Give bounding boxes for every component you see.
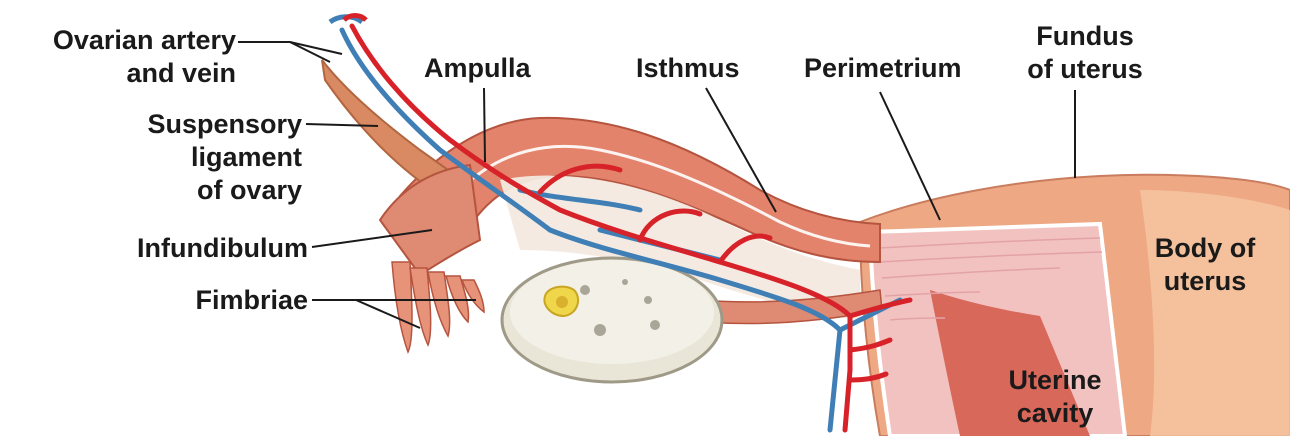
leader-perimetrium [879,91,941,221]
label-uterine-line2: cavity [1016,398,1094,428]
leader-ampulla [483,87,486,163]
label-perimetrium: Perimetrium [804,53,962,83]
label-uterine-cavity: Uterine cavity [990,364,1120,430]
label-suspensory-line1: Suspensory [147,109,302,139]
label-body-line2: uterus [1163,266,1247,296]
leader-ovarian-artery [238,41,343,55]
ovary-surface [510,260,714,364]
leader-fimbriae-2 [355,299,421,329]
label-fundus-line1: Fundus [1036,21,1134,51]
leader-lines [238,41,1076,329]
infundibulum-funnel [378,163,482,277]
leader-infundibulum [311,229,433,248]
corpus-luteum-center [556,296,568,308]
label-ovarian-artery-and-vein: Ovarian artery and vein [10,24,236,90]
label-fundus-line2: of uterus [1027,54,1143,84]
myometrium-fibers [879,237,1103,321]
uterine-cavity-shape [930,290,1090,436]
tube-inner-highlight [458,144,871,248]
label-fimbriae: Fimbriae [195,285,308,315]
label-body-line1: Body of [1154,233,1256,263]
artery-network [349,23,913,433]
label-suspensory-ligament: Suspensory ligament of ovary [80,108,302,207]
label-ampulla: Ampulla [424,53,531,83]
label-infundibulum: Infundibulum [137,233,308,263]
label-suspensory-line3: of ovary [196,175,302,205]
label-body-of-uterus: Body of uterus [1130,232,1280,298]
leader-isthmus [705,87,777,213]
ovarian-follicles [580,279,660,336]
leader-ovarian-vein [289,41,331,63]
uterus-highlight [1140,190,1290,436]
label-ovarian-artery-line1: Ovarian artery [52,25,236,55]
label-uterine-line1: Uterine [1008,365,1102,395]
label-fundus-of-uterus: Fundus of uterus [1010,20,1160,86]
label-isthmus: Isthmus [636,53,740,83]
label-ovarian-artery-line2: and vein [126,58,236,88]
vessel-top-stubs [328,13,368,25]
fimbriae-fringe [391,261,485,354]
leader-suspensory [305,123,379,127]
label-suspensory-line2: ligament [190,142,302,172]
